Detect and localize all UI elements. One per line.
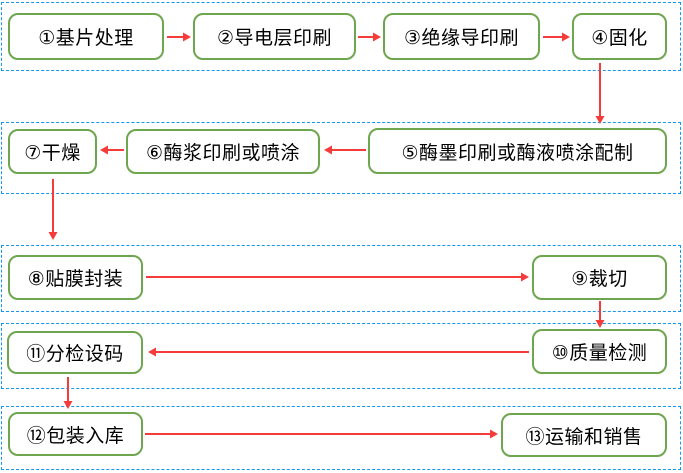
node-cutting: ⑨裁切 — [532, 255, 667, 300]
node-quality-inspection: ⑩质量检测 — [532, 329, 667, 374]
node-enzyme-ink-preparation: ⑤酶墨印刷或酶液喷涂配制 — [368, 128, 667, 174]
node-substrate-treatment: ①基片处理 — [8, 13, 164, 60]
stage-row-5 — [1, 406, 681, 470]
node-enzyme-paste-printing: ⑥酶浆印刷或喷涂 — [126, 129, 320, 174]
stage-row-3 — [1, 245, 681, 312]
node-conductive-layer-printing: ②导电层印刷 — [193, 13, 356, 60]
node-sorting-and-coding: ⑪分检设码 — [7, 331, 143, 374]
node-insulation-layer-printing: ③绝缘导印刷 — [383, 13, 540, 60]
node-film-lamination-packaging: ⑧贴膜封装 — [8, 255, 143, 300]
node-drying: ⑦干燥 — [8, 129, 97, 174]
stage-row-2 — [1, 122, 681, 194]
node-curing: ④固化 — [572, 13, 667, 60]
node-packaging-warehousing: ⑫包装入库 — [8, 412, 143, 456]
node-transport-and-sales: ⑬运输和销售 — [501, 413, 667, 457]
stage-row-1 — [1, 2, 681, 71]
stage-row-4 — [1, 323, 681, 389]
arrow-4-to-5 — [595, 63, 605, 124]
